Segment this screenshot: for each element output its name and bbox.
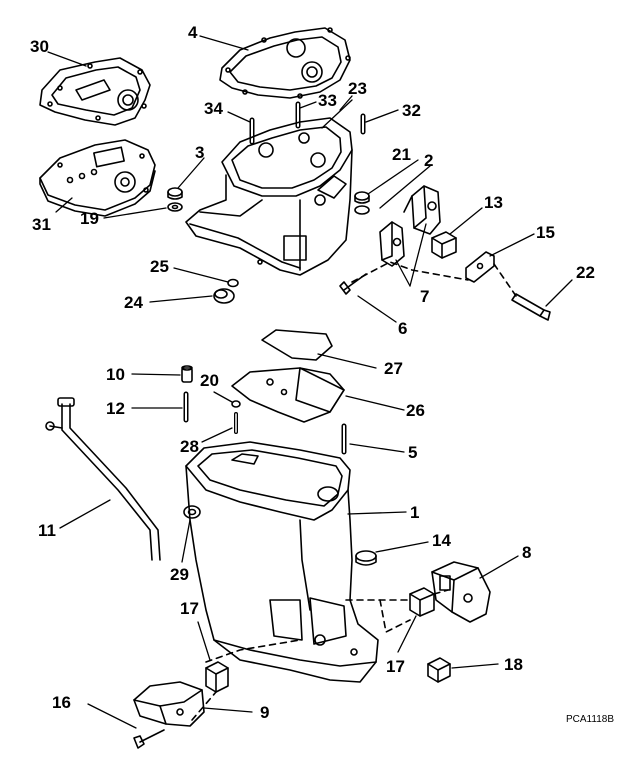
callout-29: 29	[170, 565, 189, 584]
rear-mount-8	[431, 561, 491, 623]
callout-27: 27	[384, 359, 403, 378]
callout-10: 10	[106, 365, 125, 384]
driveshaft-housing-1	[185, 441, 379, 683]
rubber-13	[431, 231, 457, 259]
callout-22: 22	[576, 263, 595, 282]
plug-24	[213, 288, 235, 304]
lower-mount-2	[403, 185, 441, 235]
washer-21b	[354, 205, 370, 215]
callout-2: 2	[424, 151, 433, 170]
mount-7	[379, 221, 405, 267]
washer-19	[167, 202, 183, 212]
callout-11: 11	[38, 521, 56, 540]
callout-24: 24	[124, 293, 143, 312]
callout-25: 25	[150, 257, 169, 276]
callout-28: 28	[180, 437, 199, 456]
dowel-10	[181, 365, 193, 383]
callout-15: 15	[536, 223, 555, 242]
callout-1: 1	[410, 503, 419, 522]
callout-23: 23	[348, 79, 367, 98]
nut-3	[167, 187, 183, 200]
callout-14: 14	[432, 531, 451, 550]
exhaust-housing-23	[185, 117, 353, 276]
mount-cover-9	[133, 681, 205, 727]
callout-6: 6	[398, 319, 407, 338]
bolt-22	[511, 293, 551, 321]
adapter-plate-31	[39, 139, 156, 217]
screw-16	[133, 729, 165, 749]
gasket-27	[261, 329, 333, 361]
callout-31: 31	[32, 215, 51, 234]
plate-26	[231, 367, 345, 423]
gasket-4	[219, 27, 351, 99]
callout-16: 16	[52, 693, 71, 712]
callout-34: 34	[204, 99, 223, 118]
grommet-14	[355, 550, 377, 566]
callout-8: 8	[522, 543, 531, 562]
rubber-mount-17a	[205, 661, 229, 693]
callout-20: 20	[200, 371, 219, 390]
grommet-29	[183, 505, 201, 519]
figure-code: PCA1118B	[566, 714, 614, 725]
callout-32: 32	[402, 101, 421, 120]
callout-5: 5	[408, 443, 417, 462]
callout-30: 30	[30, 37, 49, 56]
callout-21: 21	[392, 145, 411, 164]
callout-18: 18	[504, 655, 523, 674]
callout-17-left: 17	[180, 599, 199, 618]
rubber-mount-17b	[409, 587, 435, 617]
callout-9: 9	[260, 703, 269, 722]
callout-4: 4	[188, 23, 198, 42]
gasket-30	[39, 57, 151, 126]
o-ring-20	[231, 400, 241, 408]
callout-17-right: 17	[386, 657, 405, 676]
o-ring-25	[227, 278, 239, 288]
callout-13: 13	[484, 193, 503, 212]
callout-33: 33	[318, 91, 337, 110]
callout-19: 19	[80, 209, 99, 228]
leader-lines	[47, 35, 573, 729]
rubber-18	[427, 657, 451, 683]
callout-12: 12	[106, 399, 125, 418]
water-tube-11	[45, 397, 161, 561]
nut-21	[354, 191, 370, 204]
callout-3: 3	[195, 143, 204, 162]
bracket-15	[465, 251, 495, 283]
callout-7: 7	[420, 287, 429, 306]
callout-26: 26	[406, 401, 425, 420]
callout-labels: 30 4 23 34 33 32 3 21 2 19 31 13 15 22 2…	[30, 23, 614, 725]
